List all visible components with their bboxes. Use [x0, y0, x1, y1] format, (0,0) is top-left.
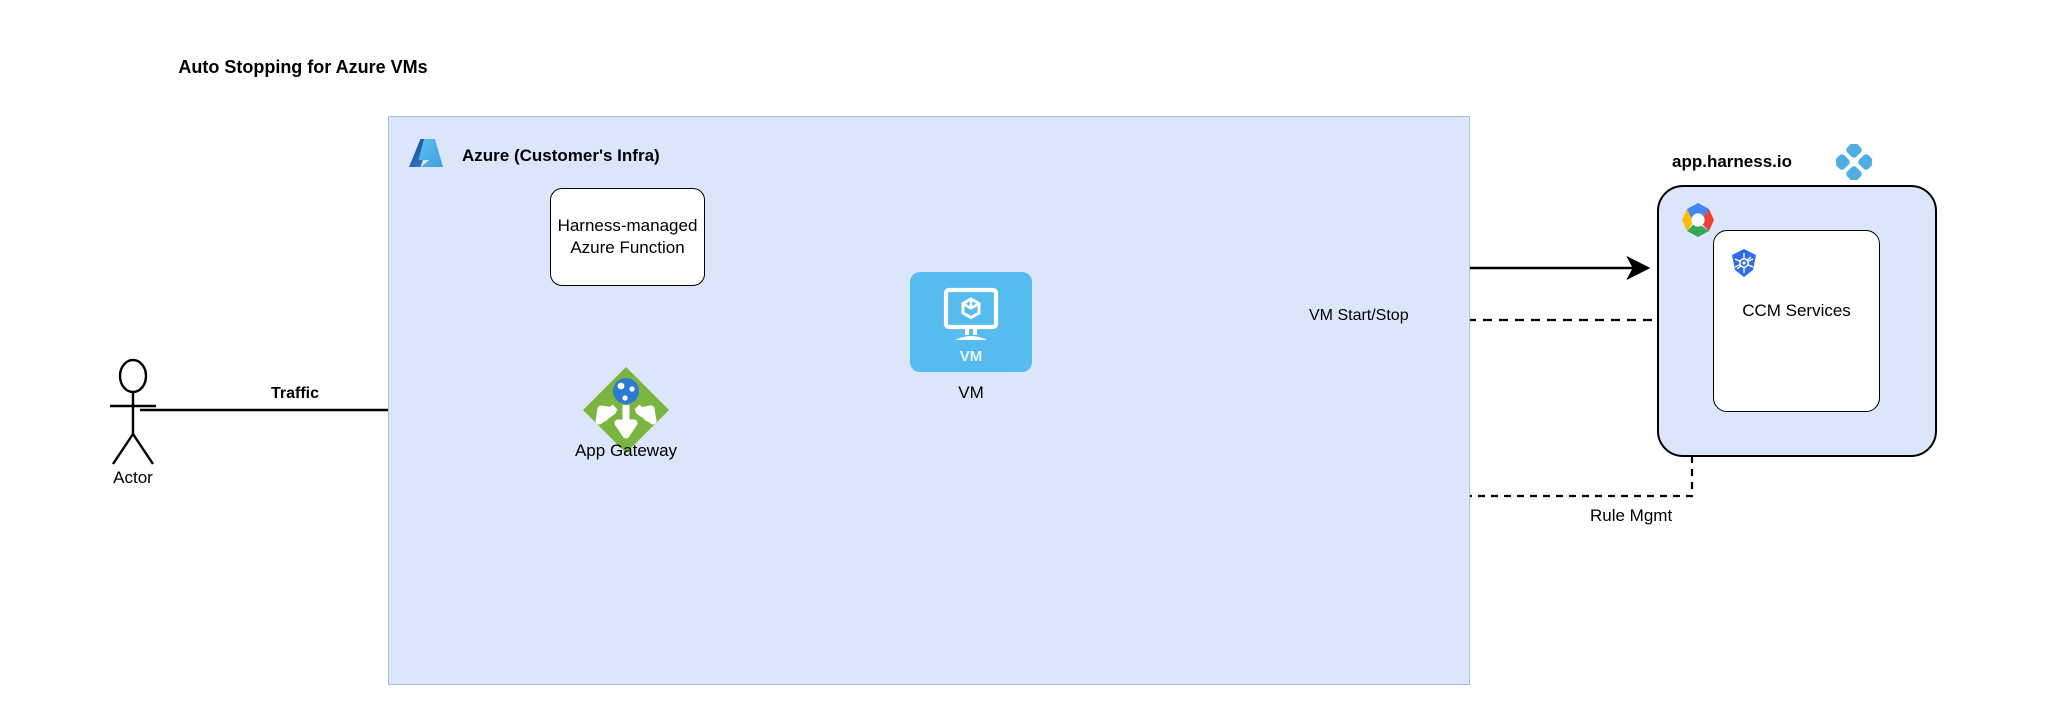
vm-label: VM: [958, 383, 984, 402]
edge-label-rule-mgmt: Rule Mgmt: [1590, 506, 1673, 525]
harness-logo-icon: [1836, 144, 1872, 180]
actor-label: Actor: [113, 468, 153, 487]
azure-logo-icon: [409, 139, 443, 167]
ccm-services-label: CCM Services: [1742, 301, 1851, 320]
app-gateway-label: App Gateway: [574, 441, 678, 460]
azure-container-label: Azure (Customer's Infra): [462, 146, 660, 165]
edge-label-traffic: Traffic: [270, 385, 319, 402]
virtual-machine-icon[interactable]: VM: [910, 272, 1032, 372]
kubernetes-icon: [1732, 249, 1756, 277]
app-gateway-icon[interactable]: [581, 365, 671, 455]
azure-function-label: Harness-managed Azure Function: [557, 215, 698, 257]
gcp-hexagon-icon: [1682, 203, 1714, 237]
vm-badge-label: VM: [959, 348, 983, 365]
page-title: Auto Stopping for Azure VMs: [178, 57, 428, 77]
azure-function-box[interactable]: Harness-managed Azure Function: [550, 188, 705, 286]
actor-stick-figure-icon: [110, 358, 156, 465]
harness-title-label: app.harness.io: [1672, 152, 1792, 171]
edge-label-vm-start-stop: VM Start/Stop: [1305, 307, 1413, 325]
